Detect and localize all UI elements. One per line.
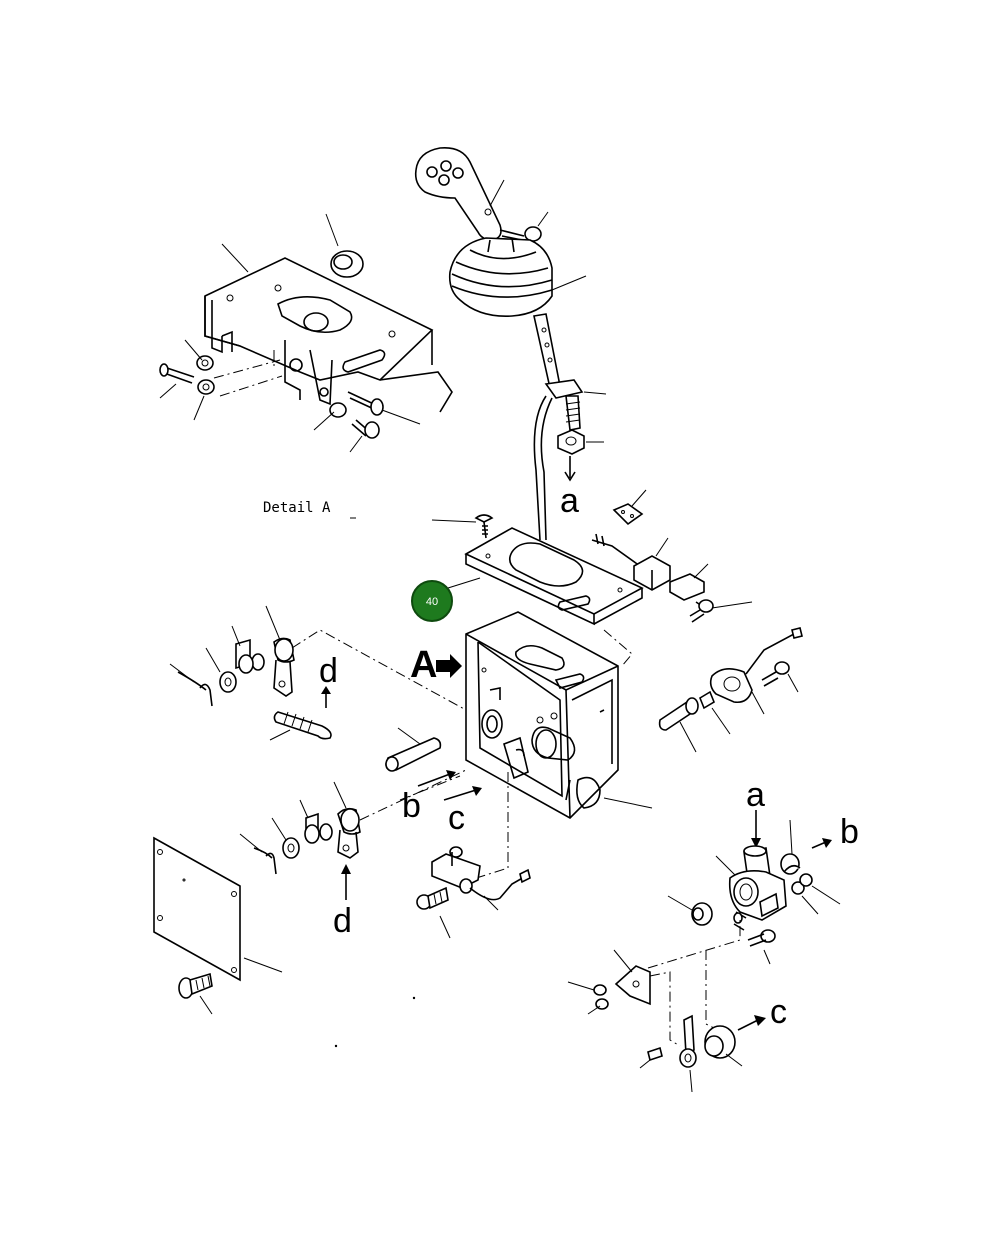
left-lower-linkage: d	[239, 769, 467, 940]
washer-icon	[330, 250, 364, 278]
arrow-label-b-left: b	[402, 787, 421, 825]
nut-icon: a	[557, 429, 604, 520]
arrow-label-d-upper: d	[319, 652, 338, 690]
arrow-label-d-lower: d	[333, 902, 352, 940]
cover-plate	[464, 527, 644, 626]
valve-assembly: a b	[647, 776, 859, 1031]
callout-number: 40	[426, 596, 438, 608]
bolt-icon	[329, 391, 384, 439]
lever-rod	[533, 313, 607, 541]
arrow-label-c-right: c	[770, 993, 787, 1031]
lever-housing-box	[465, 611, 653, 819]
inlet-arrows-bc: b c	[399, 770, 482, 837]
left-upper-linkage: d	[169, 605, 467, 741]
stray-dot	[412, 996, 416, 1000]
callout-marker-40[interactable]: 40	[411, 580, 453, 622]
side-cover-plate	[153, 836, 283, 982]
right-upper-harness	[603, 627, 803, 753]
arrow-label-a-right: a	[746, 776, 765, 814]
bolt-icon	[159, 363, 195, 384]
switch-harness	[591, 533, 709, 601]
screw-icon	[689, 599, 753, 623]
control-lever-knob	[414, 146, 505, 241]
nut-icon	[196, 355, 215, 395]
lever-boot	[448, 237, 587, 317]
stray-dot	[334, 1044, 338, 1048]
lever-screw-icon	[499, 211, 549, 242]
pin-icon	[385, 727, 442, 772]
arrow-label-c-left: c	[448, 799, 465, 837]
detail-a-bracket-assembly: Detail A	[159, 213, 453, 519]
view-a-arrow: A	[410, 644, 462, 686]
cover-screw-icon	[431, 514, 494, 539]
bottom-clamp-harness	[416, 772, 531, 939]
detail-a-label: Detail A	[263, 500, 331, 516]
lower-right-bracket: c	[567, 949, 787, 1093]
switch-bracket-icon	[612, 489, 647, 526]
arrow-label-b-right: b	[840, 813, 859, 851]
plate-bolt-icon	[178, 972, 213, 1015]
view-a-label: A	[410, 644, 437, 686]
callout-leader	[447, 577, 481, 589]
arrow-label-a: a	[560, 482, 579, 520]
